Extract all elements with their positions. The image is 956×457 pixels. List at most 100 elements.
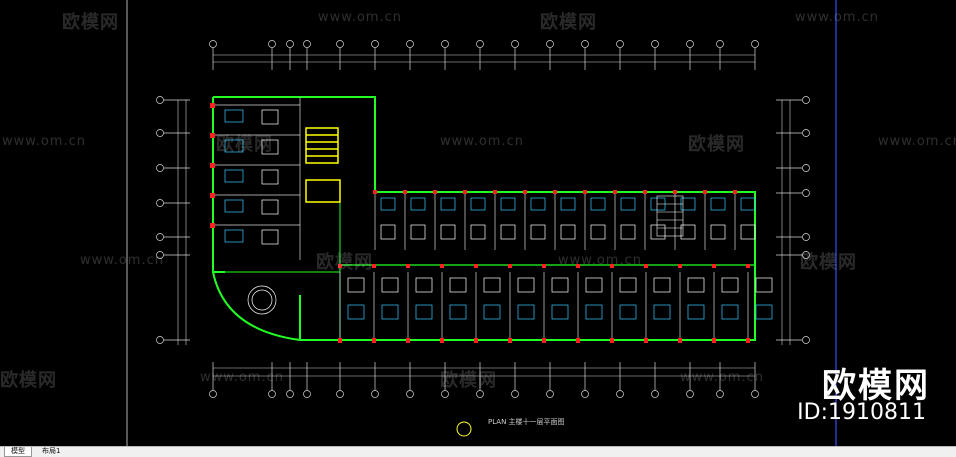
- bottom-dimensions: [213, 367, 755, 377]
- column: [372, 338, 376, 343]
- watermark-brand: 欧模网: [440, 370, 497, 391]
- column: [210, 223, 215, 228]
- bed: [224, 199, 244, 213]
- bathroom: [620, 224, 636, 240]
- bed: [470, 197, 486, 211]
- column: [613, 190, 617, 194]
- structural-columns: [210, 103, 750, 343]
- bathroom: [261, 229, 279, 245]
- grid-bubble: [268, 390, 276, 398]
- room-partitions: [213, 97, 749, 340]
- watermark-site: www.om.cn: [80, 253, 164, 268]
- watermark-site: www.om.cn: [318, 10, 402, 25]
- bathroom: [517, 277, 535, 293]
- grid-bubble: [209, 40, 217, 48]
- grid-bubble: [686, 390, 694, 398]
- grid-bubble: [286, 40, 294, 48]
- watermark-brand: 欧模网: [216, 134, 273, 155]
- tab-layout1[interactable]: 布局1: [42, 447, 61, 455]
- column: [746, 264, 750, 268]
- bathroom: [680, 224, 696, 240]
- bed: [517, 304, 535, 320]
- column: [440, 338, 444, 343]
- column: [210, 193, 215, 198]
- bed: [530, 197, 546, 211]
- overlay-brand-name: 欧模网: [822, 366, 930, 406]
- column: [474, 264, 478, 268]
- north-marker-icon: [456, 421, 472, 437]
- watermark-site: www.om.cn: [558, 253, 642, 268]
- grid-bubble: [581, 390, 589, 398]
- bathroom: [381, 277, 399, 293]
- bed: [224, 109, 244, 123]
- column: [508, 338, 512, 343]
- column: [440, 264, 444, 268]
- bathroom: [415, 277, 433, 293]
- column: [372, 264, 376, 268]
- grid-bubble: [511, 390, 519, 398]
- bed: [710, 197, 726, 211]
- side-dimensions: [177, 100, 791, 345]
- bed: [619, 304, 637, 320]
- watermark-site: www.om.cn: [878, 134, 956, 149]
- bed: [560, 197, 576, 211]
- bed: [415, 304, 433, 320]
- grid-bubble: [156, 129, 164, 137]
- watermark-brand: 欧模网: [540, 12, 597, 33]
- watermark-brand: 欧模网: [316, 252, 373, 273]
- watermark-brand: 欧模网: [0, 370, 57, 391]
- bed: [653, 304, 671, 320]
- grid-bubble: [651, 390, 659, 398]
- column: [493, 190, 497, 194]
- bathroom: [619, 277, 637, 293]
- bathroom: [261, 139, 279, 155]
- bed: [590, 197, 606, 211]
- bathroom: [500, 224, 516, 240]
- grid-bubble: [716, 40, 724, 48]
- watermark-site: www.om.cn: [200, 370, 284, 385]
- cad-drawing-canvas[interactable]: [0, 0, 956, 446]
- bathroom: [650, 224, 666, 240]
- grid-bubble: [156, 96, 164, 104]
- bed: [224, 169, 244, 183]
- grid-bubble: [802, 251, 810, 259]
- grid-bubble: [616, 390, 624, 398]
- bed: [449, 304, 467, 320]
- grid-bubble: [156, 164, 164, 172]
- grid-bubble: [476, 390, 484, 398]
- watermark-site: www.om.cn: [440, 134, 524, 149]
- bathroom: [585, 277, 603, 293]
- column: [542, 264, 546, 268]
- bed: [755, 304, 773, 320]
- grid-bubble: [616, 40, 624, 48]
- watermark-site: www.om.cn: [795, 10, 879, 25]
- column: [678, 338, 682, 343]
- bathroom: [710, 224, 726, 240]
- bathroom: [347, 277, 365, 293]
- column: [508, 264, 512, 268]
- bathroom: [740, 224, 756, 240]
- grid-bubble: [802, 233, 810, 241]
- bathroom: [530, 224, 546, 240]
- column: [463, 190, 467, 194]
- grid-bubble: [336, 390, 344, 398]
- grid-bubble: [371, 390, 379, 398]
- overlay-id-label: ID:1910811: [797, 400, 926, 425]
- bathroom: [440, 224, 456, 240]
- bathroom: [551, 277, 569, 293]
- meeting-table: [247, 285, 277, 315]
- bed: [721, 304, 739, 320]
- column: [210, 163, 215, 168]
- grid-bubble: [686, 40, 694, 48]
- column: [406, 338, 410, 343]
- column: [542, 338, 546, 343]
- bed: [224, 229, 244, 243]
- column: [403, 190, 407, 194]
- column: [576, 338, 580, 343]
- grid-bubble: [751, 40, 759, 48]
- column: [644, 338, 648, 343]
- bed: [224, 139, 244, 153]
- grid-bubble: [802, 336, 810, 344]
- grid-bubble: [156, 199, 164, 207]
- column: [338, 338, 342, 343]
